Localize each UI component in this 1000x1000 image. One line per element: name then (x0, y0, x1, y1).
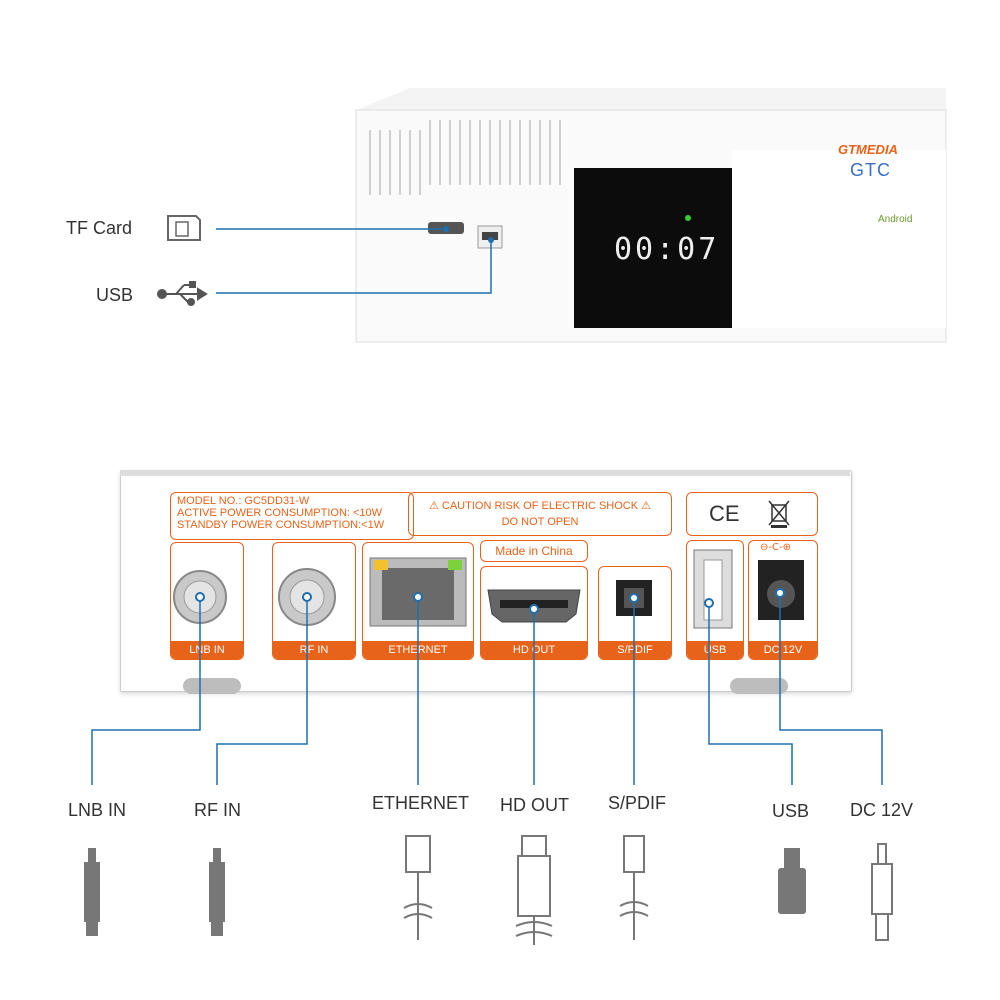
made-in-box: Made in China (480, 540, 588, 562)
usb-side-label: USB (96, 285, 134, 305)
coax-plug-icon-1 (84, 848, 100, 936)
hdmi-plug-icon (515, 835, 553, 945)
caution-box: ⚠ CAUTION RISK OF ELECTRIC SHOCK ⚠ DO NO… (408, 492, 672, 536)
callout-spdif: S/PDIF (608, 793, 667, 813)
model-logo: GTC (850, 160, 891, 180)
dc-plug-icon (871, 843, 893, 941)
usb-stick-icon (778, 848, 806, 914)
ce-mark: CE (709, 501, 740, 526)
certification-box: CE (686, 492, 818, 536)
callout-lnb-in: LNB IN (68, 800, 127, 820)
info-line: STANDBY POWER CONSUMPTION:<1W (177, 519, 385, 531)
svg-text:⊖-C-⊕: ⊖-C-⊕ (760, 542, 791, 553)
brand-logo: GTMEDIA (838, 142, 898, 157)
lnb-connector (173, 570, 227, 624)
tf-card-label: TF Card (66, 218, 133, 238)
port-label: LNB IN (171, 641, 243, 659)
weee-bin-icon (768, 500, 790, 528)
callout-hd-out: HD OUT (500, 795, 569, 815)
callout-ethernet: ETHERNET (372, 793, 470, 813)
product-top-view (157, 88, 947, 343)
display-panel (574, 168, 732, 328)
android-logo: Android (878, 214, 913, 225)
dc-port: DC 12V (748, 540, 818, 660)
callout-rf-in: RF IN (194, 800, 241, 820)
optical-plug-icon (619, 835, 649, 940)
dc-jack-connector: ⊖-C-⊕ (758, 542, 804, 620)
model-info-box: MODEL NO.: GC5DD31-W ACTIVE POWER CONSUM… (170, 492, 414, 540)
callout-usb: USB (772, 801, 810, 821)
rj45-connector (369, 557, 467, 627)
lnb-in-port: LNB IN (170, 542, 244, 660)
coax-plug-icon-2 (209, 848, 225, 936)
caution-text-2: DO NOT OPEN (501, 516, 579, 528)
callout-dc: DC 12V (850, 800, 914, 820)
rj45-plug-icon (403, 835, 433, 940)
spdif-port: S/PDIF (598, 566, 672, 660)
info-line: ACTIVE POWER CONSUMPTION: <10W (177, 507, 383, 519)
made-in-label: Made in China (495, 544, 573, 558)
port-label: S/PDIF (599, 641, 671, 659)
usb-icon (157, 281, 208, 306)
usb-a-connector (693, 549, 733, 629)
clock-display: 00:07 (614, 232, 720, 267)
sd-card-icon (167, 215, 201, 241)
info-line: MODEL NO.: GC5DD31-W (177, 495, 310, 507)
connector-diagram: ⊖-C-⊕ (84, 542, 893, 945)
caution-text: CAUTION RISK OF ELECTRIC SHOCK (441, 500, 639, 512)
spdif-connector (616, 580, 652, 616)
port-label: DC 12V (749, 641, 817, 659)
